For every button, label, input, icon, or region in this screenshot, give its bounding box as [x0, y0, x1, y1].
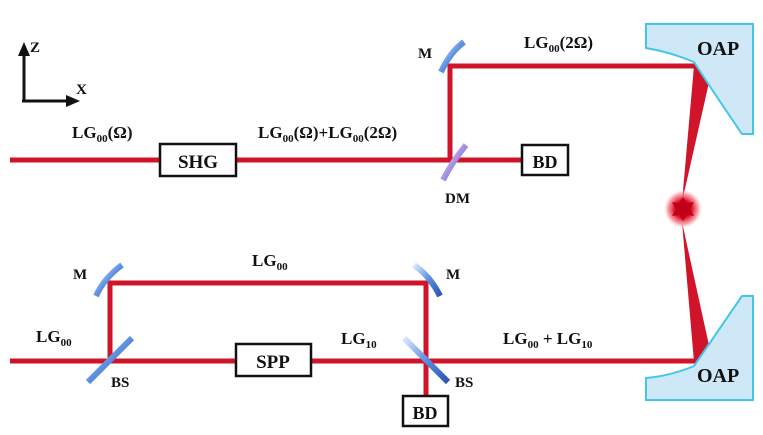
label-m-right: M — [446, 267, 460, 283]
beam-top-branch — [447, 63, 700, 160]
bd-bottom-label: BD — [412, 403, 437, 423]
oap-top-label: OAP — [697, 38, 739, 60]
beam-bottom-loop — [107, 280, 429, 361]
beamsplitter-left — [85, 335, 135, 385]
oap-mirrors: OAP OAP — [645, 23, 754, 401]
component-boxes: SHG BD SPP BD — [158, 142, 570, 428]
beam-paths — [10, 63, 700, 396]
coordinate-axes: Z X — [18, 40, 87, 107]
shg-label: SHG — [178, 152, 218, 173]
label-top-branch: LG00(2Ω) — [524, 33, 593, 55]
mirror-right-m — [412, 262, 443, 298]
label-after-spp: LG10 — [341, 329, 377, 351]
beam-labels: LG00(Ω) LG00(Ω)+LG00(2Ω) LG00(2Ω) LG00 L… — [36, 33, 593, 351]
label-bs-left: BS — [111, 375, 129, 391]
spp-label: SPP — [256, 352, 290, 373]
oap-bottom-label: OAP — [697, 365, 739, 387]
label-bs-right: BS — [455, 375, 473, 391]
focused-beams — [682, 66, 710, 362]
label-combined: LG00 + LG10 — [503, 329, 593, 351]
bd-top-label: BD — [532, 152, 557, 172]
mirror-labels: M DM M M BS BS — [73, 46, 473, 391]
label-m-left: M — [73, 267, 87, 283]
label-m-top: M — [418, 46, 432, 62]
z-axis-label: Z — [30, 40, 40, 56]
mirrors — [85, 39, 469, 385]
dichroic-mirror — [440, 143, 469, 182]
label-after-shg: LG00(Ω)+LG00(2Ω) — [258, 123, 397, 145]
mirror-left-m — [93, 262, 124, 298]
label-input-top: LG00(Ω) — [72, 123, 133, 145]
spp-box — [234, 342, 313, 378]
oap-bottom — [645, 295, 754, 401]
label-input-bottom: LG00 — [36, 327, 72, 349]
label-dm: DM — [445, 191, 470, 207]
bd-bottom-box — [401, 394, 450, 428]
focal-spot — [663, 189, 703, 229]
label-bottom-loop: LG00 — [252, 251, 288, 273]
x-axis-label: X — [76, 82, 87, 98]
mirror-top-m — [438, 39, 466, 74]
bd-top-box — [520, 143, 570, 177]
beamsplitter-right — [401, 335, 451, 385]
shg-box — [158, 142, 238, 178]
oap-top — [645, 23, 754, 135]
